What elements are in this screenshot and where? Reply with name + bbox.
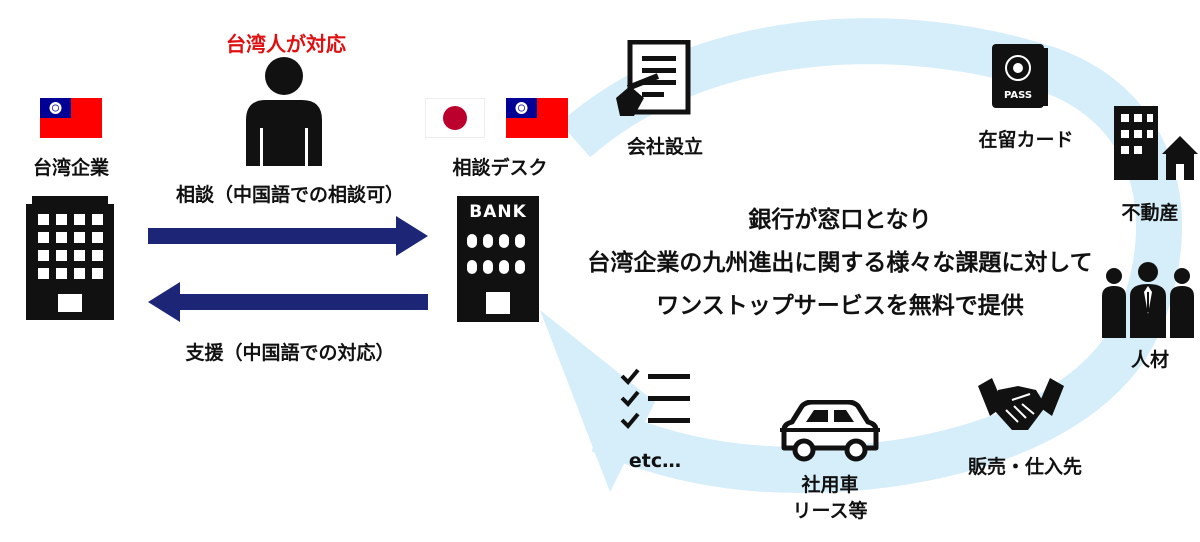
taiwan-flag-icon [40, 98, 102, 138]
service-label-sales: 販売・仕入先 [967, 456, 1082, 478]
car-icon [780, 400, 880, 462]
company-building-icon [26, 196, 114, 320]
consult-arrow [148, 216, 428, 256]
bank-building-icon: BANK [457, 196, 539, 322]
service-label-human-resources: 人材 [1130, 349, 1169, 371]
center-text-line2: 台湾企業の九州進出に関する様々な課題に対して [587, 250, 1093, 276]
service-label-real-estate: 不動産 [1121, 202, 1179, 224]
center-text-line1: 銀行が窓口となり [748, 207, 932, 233]
real-estate-icon [1114, 106, 1198, 180]
service-label-residence-card: 在留カード [978, 129, 1074, 151]
center-text-line3: ワンストップサービスを無料で提供 [656, 293, 1024, 319]
person-icon [246, 57, 322, 166]
support-arrow [148, 282, 428, 322]
japan-flag-icon [425, 98, 485, 138]
taiwan-flag-icon [506, 98, 568, 138]
taiwan-company-label: 台湾企業 [32, 157, 109, 179]
service-label-company: 会社設立 [626, 136, 703, 158]
handshake-icon [978, 378, 1064, 430]
service-label-company-car-line2: リース等 [792, 500, 868, 522]
service-label-etc: etc… [628, 450, 682, 472]
people-icon [1102, 262, 1194, 338]
checklist-icon [620, 368, 690, 429]
bank-sign: BANK [469, 202, 527, 222]
service-label-company-car: 社用車 [801, 474, 859, 496]
passport-icon: PASS [992, 44, 1048, 108]
taiwanese-staff-label: 台湾人が対応 [226, 32, 346, 56]
passport-text: PASS [1004, 90, 1032, 101]
consult-desk-label: 相談デスク [452, 157, 548, 179]
document-icon [616, 40, 691, 116]
support-label: 支援（中国語での対応） [185, 342, 395, 364]
consult-label: 相談（中国語での相談可） [175, 184, 404, 206]
